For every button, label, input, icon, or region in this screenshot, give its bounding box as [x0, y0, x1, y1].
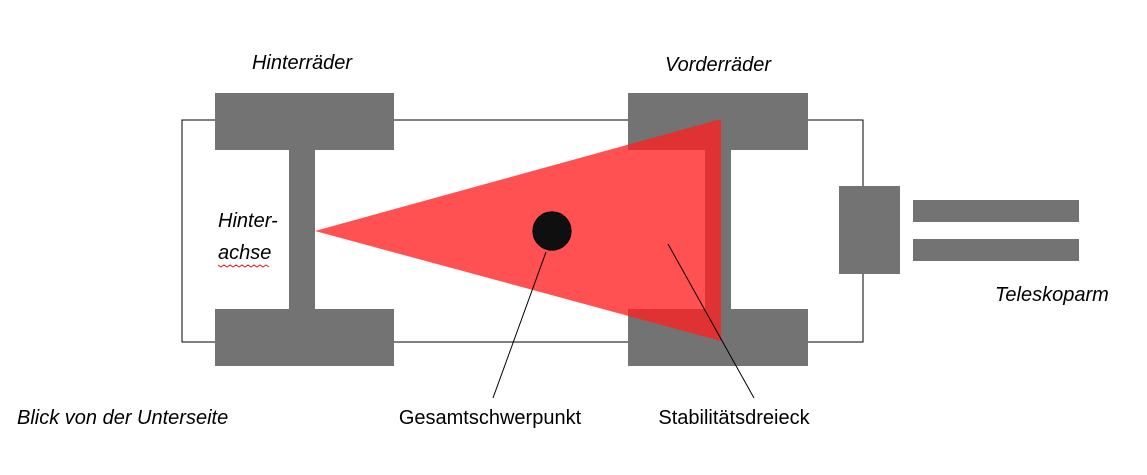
rear-wheel-top: [215, 93, 394, 150]
telescopic-arm-assembly: [839, 186, 1079, 274]
leader-line-stability-triangle: [667, 243, 755, 399]
label-telescopic-arm: Teleskoparm: [995, 284, 1109, 306]
leader-line-center-of-gravity: [492, 251, 547, 399]
label-rear-wheels: Hinterräder: [252, 52, 353, 74]
center-of-gravity-marker: [532, 211, 572, 251]
arm-base-block: [839, 186, 900, 274]
arm-lower-bar: [913, 239, 1079, 261]
label-stability-triangle: Stabilitätsdreieck: [658, 407, 810, 429]
label-rear-axle-line1: Hinter-: [218, 210, 278, 232]
rear-axle-shaft: [289, 150, 315, 309]
arm-upper-bar: [913, 200, 1079, 222]
label-rear-axle-line2: achse: [218, 242, 271, 264]
stability-triangle: [315, 119, 721, 341]
rear-axle-assembly: [215, 93, 394, 366]
spellcheck-underline: [217, 264, 270, 268]
rear-wheel-bottom: [215, 309, 394, 366]
label-view-note: Blick von der Unterseite: [17, 407, 228, 429]
label-front-wheels: Vorderräder: [665, 54, 772, 76]
label-center-of-gravity: Gesamtschwerpunkt: [399, 407, 582, 429]
